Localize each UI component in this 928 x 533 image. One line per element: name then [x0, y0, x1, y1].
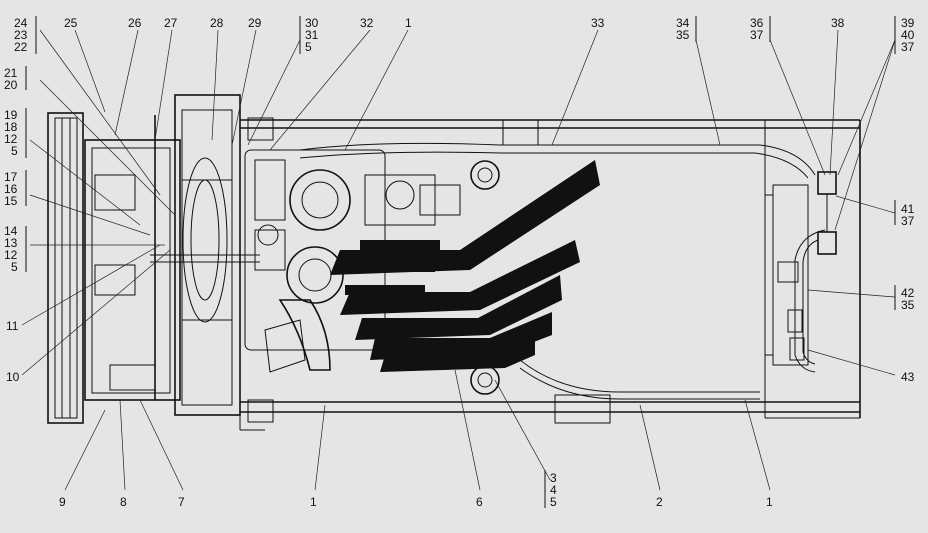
callout-20: 20: [4, 78, 18, 92]
callout-1-top: 1: [405, 16, 412, 30]
callout-37-right: 37: [901, 214, 915, 228]
side-tank: [764, 171, 837, 366]
engine-block: [244, 149, 500, 395]
callout-12-left-a: 12: [4, 132, 18, 146]
callout-6: 6: [476, 495, 483, 509]
callout-15: 15: [4, 194, 18, 208]
callout-27: 27: [164, 16, 178, 30]
callout-1-bottom-a: 1: [310, 495, 317, 509]
pipe-runs: [299, 142, 826, 400]
callout-25: 25: [64, 16, 78, 30]
callout-28: 28: [210, 16, 224, 30]
callout-26: 26: [128, 16, 142, 30]
callout-2: 2: [656, 495, 663, 509]
callouts-bottom: 9 8 7 1 6 3 4 5 2 1: [59, 471, 773, 509]
callout-22: 22: [14, 40, 28, 54]
callout-29: 29: [248, 16, 262, 30]
callout-8: 8: [120, 495, 127, 509]
callout-9: 9: [59, 495, 66, 509]
callout-40: 40: [901, 28, 915, 42]
callout-36: 36: [750, 16, 764, 30]
callout-11: 11: [6, 319, 19, 333]
callout-23: 23: [14, 28, 28, 42]
chevron-emblem: [330, 160, 600, 372]
callout-35-top: 35: [676, 28, 690, 42]
callout-30: 30: [305, 16, 319, 30]
callout-4: 4: [550, 483, 557, 497]
callout-37-top-right: 37: [901, 40, 915, 54]
callout-14: 14: [4, 224, 18, 238]
callout-18: 18: [4, 120, 18, 134]
callout-5-bottom: 5: [550, 495, 557, 509]
callout-5-left-a: 5: [11, 144, 18, 158]
callout-1-bottom-b: 1: [766, 495, 773, 509]
callouts-right: 41 37 42 35 43: [901, 202, 915, 384]
callouts-top: 24 23 22 25 26 27 28 29 30 31 5 32 1 33 …: [14, 16, 915, 54]
callout-19: 19: [4, 108, 18, 122]
callout-39: 39: [901, 16, 915, 30]
callouts-left: 21 20 19 18 12 5 17 16 15 14 13 12 5 11 …: [4, 66, 20, 384]
callout-31: 31: [305, 28, 319, 42]
callout-43: 43: [901, 370, 915, 384]
leader-lines: [21, 29, 896, 491]
callout-16: 16: [4, 182, 18, 196]
callout-32: 32: [360, 16, 374, 30]
callout-3: 3: [550, 471, 557, 485]
callout-group-ticks: [25, 16, 896, 508]
callout-21: 21: [4, 66, 18, 80]
callout-17: 17: [4, 170, 18, 184]
callout-7: 7: [178, 495, 185, 509]
callout-33: 33: [591, 16, 605, 30]
callout-24: 24: [14, 16, 28, 30]
callout-5-left-b: 5: [11, 260, 18, 274]
callout-37-top: 37: [750, 28, 764, 42]
callout-13: 13: [4, 236, 18, 250]
frame-brackets: [247, 117, 611, 424]
callout-10: 10: [6, 370, 20, 384]
callout-38: 38: [831, 16, 845, 30]
radiator-assembly: [47, 94, 260, 424]
callout-5-top: 5: [305, 40, 312, 54]
callout-42: 42: [901, 286, 915, 300]
callout-34: 34: [676, 16, 690, 30]
callout-12-left-b: 12: [4, 248, 18, 262]
callout-41: 41: [901, 202, 915, 216]
callout-35-right: 35: [901, 298, 915, 312]
